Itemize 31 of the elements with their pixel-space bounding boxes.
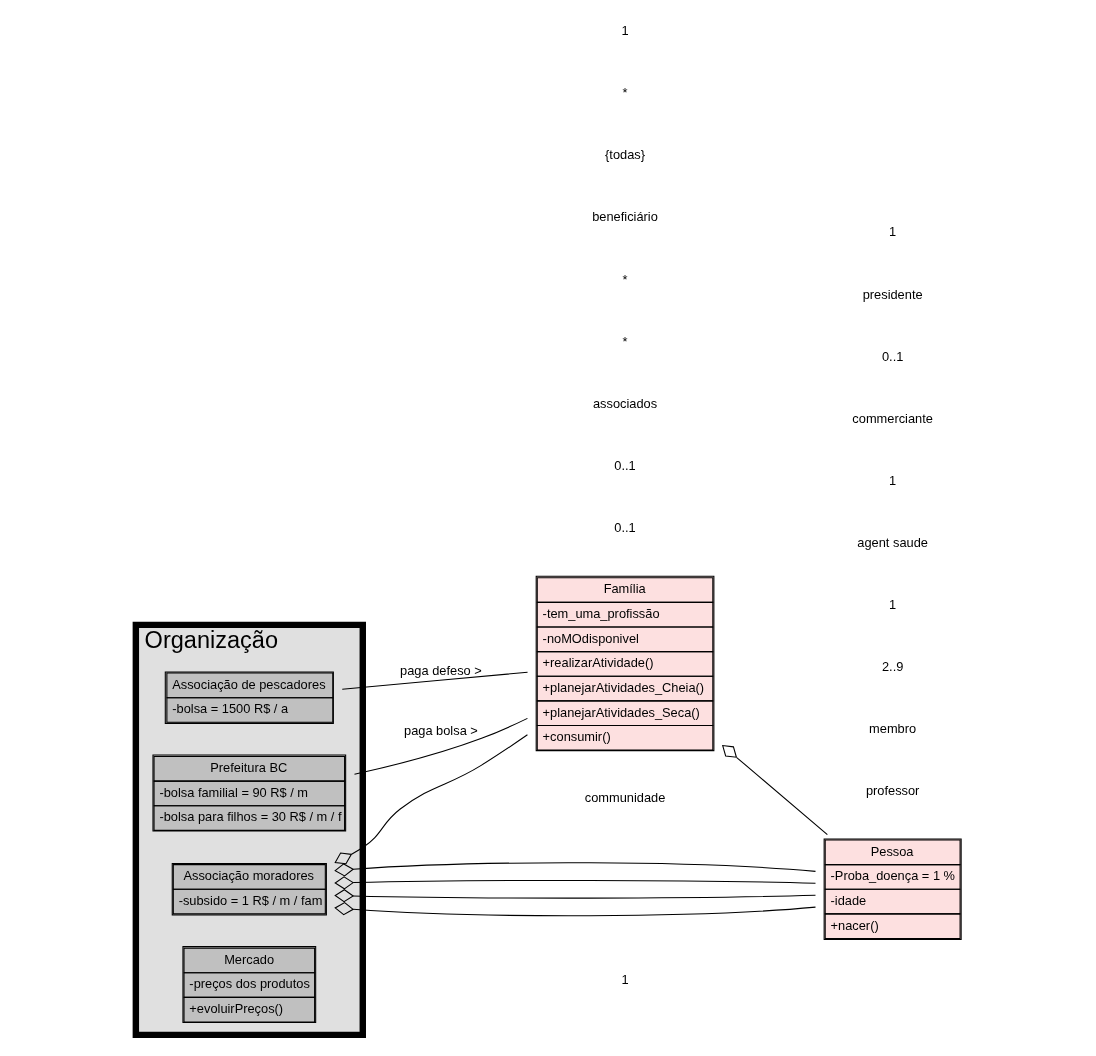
label: 1 (620, 971, 629, 987)
label: membro (868, 721, 916, 737)
connector (721, 744, 828, 836)
connector (333, 889, 816, 903)
label: presidente (862, 286, 923, 302)
label: beneficiário (591, 209, 658, 225)
connector (333, 876, 816, 890)
connector (333, 734, 528, 865)
label: 1 (888, 596, 896, 612)
connector (353, 717, 528, 775)
label: professor (865, 783, 919, 799)
label: associados (592, 395, 657, 411)
label: commerciante (851, 410, 933, 426)
connector (333, 902, 816, 917)
label: 1 (888, 224, 896, 240)
connector (333, 862, 816, 877)
label: * (622, 333, 628, 349)
label: 1 (620, 23, 629, 39)
connector (341, 671, 528, 690)
label: 0..1 (881, 348, 903, 364)
label: {todas} (604, 147, 645, 163)
edge-label: paga defeso > (399, 662, 482, 678)
label: agent saude (856, 534, 928, 550)
label: 0..1 (613, 519, 636, 535)
label: 1 (888, 472, 896, 488)
label: * (622, 271, 628, 287)
label: 0..1 (613, 457, 636, 473)
label: * (622, 85, 628, 101)
label: 2..9 (881, 659, 903, 675)
edge-label: paga bolsa > (403, 722, 478, 738)
label: communidade (584, 789, 665, 805)
